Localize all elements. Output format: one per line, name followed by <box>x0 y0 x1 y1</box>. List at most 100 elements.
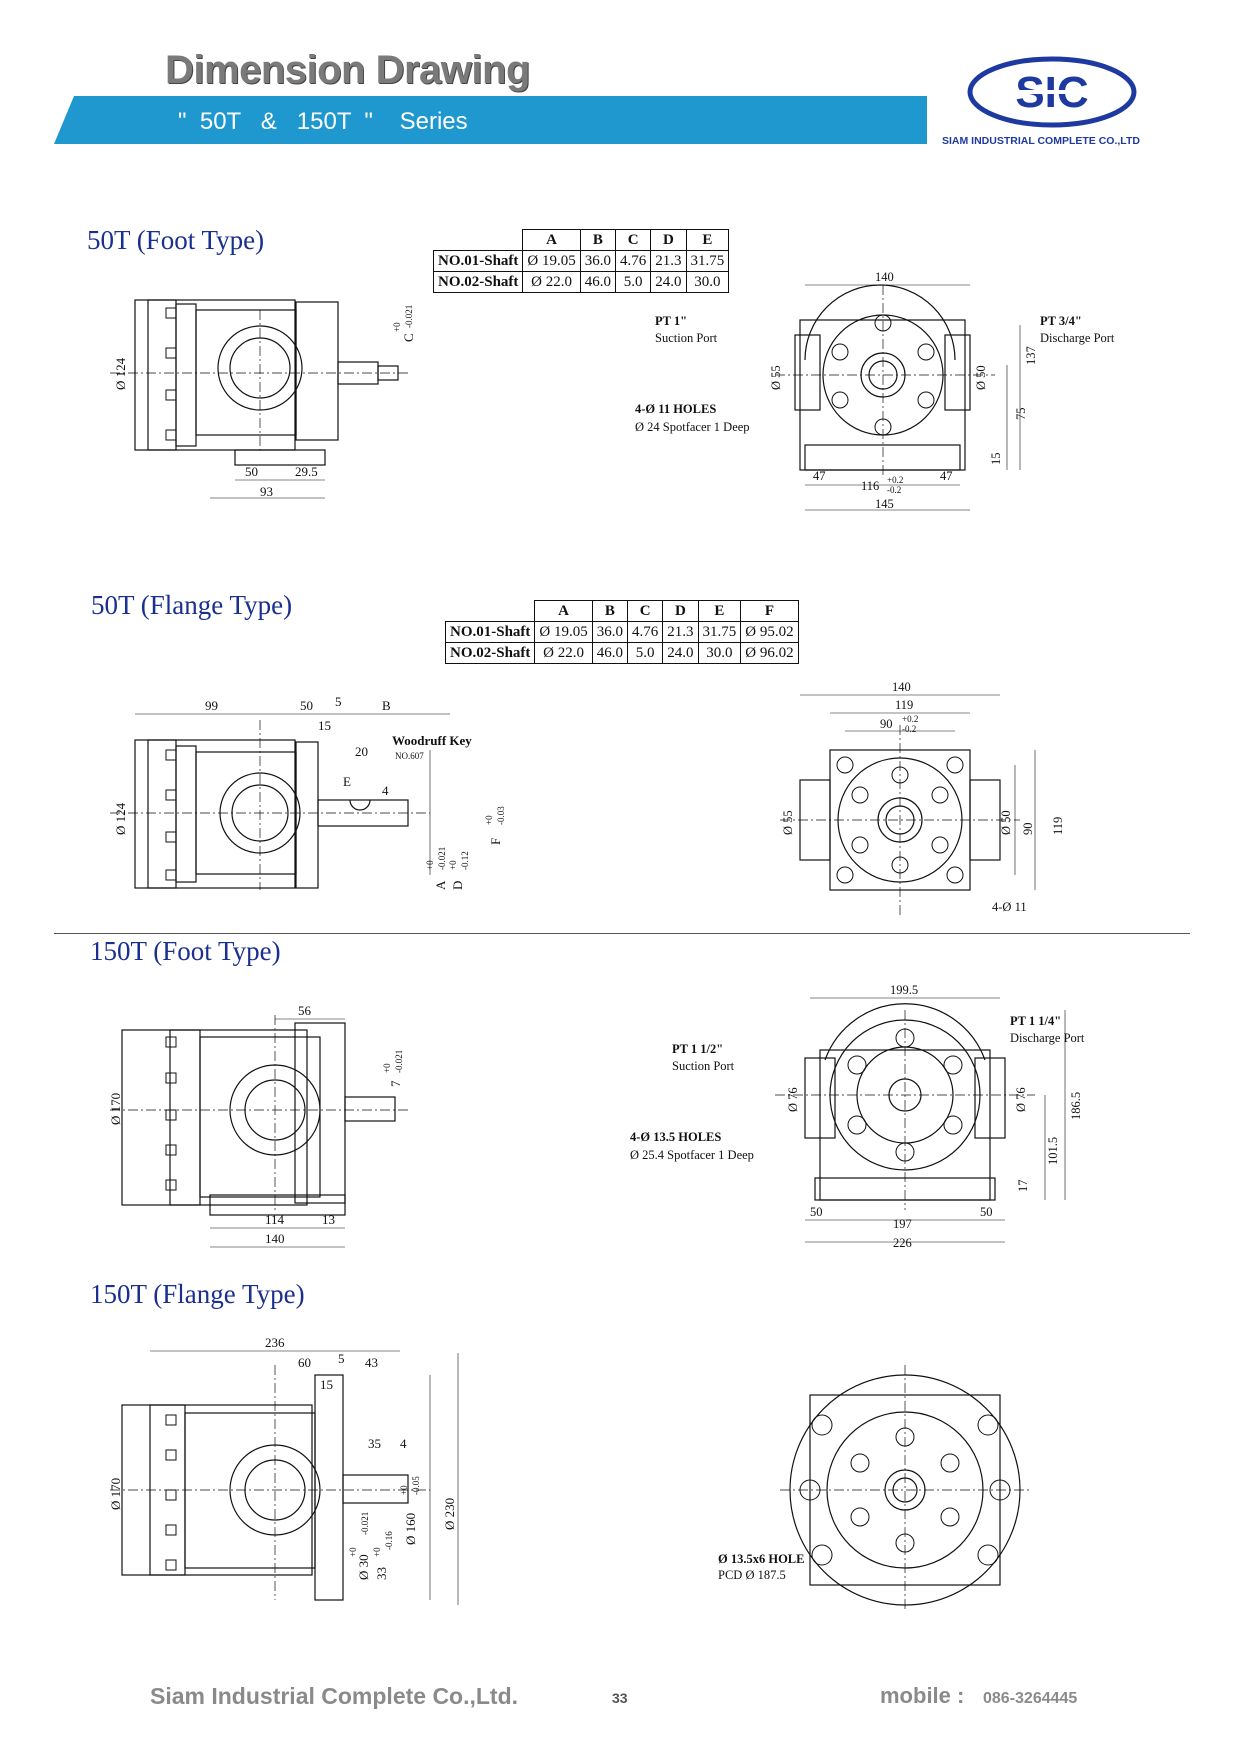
woodruff-key-label: Woodruff Key <box>392 733 472 748</box>
series-subtitle: " 50T & 150T " Series <box>178 108 468 135</box>
table-header-row: A B C D E F <box>445 600 799 622</box>
dim-197: 197 <box>893 1217 912 1231</box>
dim-dia-170: Ø 170 <box>110 1093 123 1125</box>
spec-table-50t-flange: A B C D E F NO.01-Shaft Ø 19.05 36.0 4.7… <box>444 600 799 664</box>
dim-b: B <box>382 698 391 713</box>
page-title: Dimension Drawing <box>165 48 530 92</box>
table-header <box>445 600 536 622</box>
table-row: NO.01-Shaft Ø 19.05 36.0 4.76 21.3 31.75… <box>444 621 799 643</box>
title-banner <box>54 96 927 144</box>
dim-dia-170: Ø 170 <box>110 1478 123 1510</box>
table-header: B <box>579 229 617 251</box>
table-header: D <box>662 600 699 622</box>
dim-a-tol-dn: -0.021 <box>437 847 447 870</box>
dim-160-tol-dn: -0.05 <box>411 1476 421 1495</box>
dim-116: 116 <box>861 479 879 493</box>
dim-137: 137 <box>1024 346 1038 365</box>
footer-company: Siam Industrial Complete Co.,Ltd. <box>150 1683 519 1709</box>
table-row: NO.02-Shaft Ø 22.0 46.0 5.0 24.0 30.0 Ø … <box>444 642 799 664</box>
dim-7-tol-up: +0 <box>382 1063 392 1073</box>
dim-13: 13 <box>322 1212 335 1227</box>
dim-90-vertical: 90 <box>1021 823 1035 836</box>
table-cell: 36.0 <box>591 621 629 643</box>
discharge-port-label: PT 3/4" <box>1040 314 1082 328</box>
section-divider <box>54 933 1190 934</box>
dim-a-tol-up: +0 <box>425 860 435 870</box>
drawing-150t-foot-front: 199.5 PT 1 1/2" Suction Port PT 1 1/4" D… <box>630 983 1085 1250</box>
section-150t-foot: 150T (Foot Type) <box>90 936 281 966</box>
table-cell: 31.75 <box>697 621 742 643</box>
dim-dia-76-right: Ø 76 <box>1014 1087 1028 1112</box>
drawing-50t-foot-front: 140 PT 1" Suction Port PT 3/4" Discharge… <box>635 270 1115 511</box>
dim-60: 60 <box>298 1355 311 1370</box>
dim-140: 140 <box>265 1231 285 1246</box>
table-cell: NO.02-Shaft <box>432 271 524 293</box>
dim-4: 4 <box>382 783 389 798</box>
woodruff-key-no: NO.607 <box>395 751 424 761</box>
dim-140: 140 <box>875 270 894 284</box>
dim-dia-76-left: Ø 76 <box>786 1087 800 1112</box>
drawing-150t-foot-side: 56 Ø 170 7 +0 -0.021 114 13 140 <box>110 1003 410 1248</box>
spotfacer-label: Ø 24 Spotfacer 1 Deep <box>635 420 750 434</box>
section-150t-flange: 150T (Flange Type) <box>90 1279 305 1309</box>
table-cell: 24.0 <box>650 271 687 293</box>
dim-f-tol-up: +0 <box>484 815 494 825</box>
dim-30-tol-up: +0 <box>348 1547 358 1557</box>
drawing-50t-foot-side: Ø 124 C +0 -0.021 50 29.5 93 <box>110 299 416 499</box>
table-header: E <box>685 229 730 251</box>
table-cell: Ø 96.02 <box>740 642 799 664</box>
dim-199-5: 199.5 <box>890 983 918 997</box>
holes-label: 4-Ø 13.5 HOLES <box>630 1130 721 1144</box>
dim-c-label: C <box>401 333 416 342</box>
dim-c-tol-dn: -0.021 <box>404 305 414 328</box>
table-cell: 36.0 <box>579 250 617 272</box>
page-number: 33 <box>612 1690 628 1706</box>
dim-50-right: 50 <box>980 1205 993 1219</box>
dim-5: 5 <box>338 1351 345 1366</box>
dim-dia-160: Ø 160 <box>403 1513 418 1545</box>
table-cell: 24.0 <box>662 642 699 664</box>
spotfacer-label: Ø 25.4 Spotfacer 1 Deep <box>630 1148 754 1162</box>
company-name-small: SIAM INDUSTRIAL COMPLETE CO.,LTD <box>942 135 1140 147</box>
dim-a: A <box>433 880 448 890</box>
holes-label: 4-Ø 11 <box>992 900 1027 914</box>
dim-50: 50 <box>300 698 313 713</box>
dim-50: 50 <box>245 464 258 479</box>
table-cell: 30.0 <box>697 642 742 664</box>
table-cell: 30.0 <box>685 271 730 293</box>
table-cell: Ø 19.05 <box>534 621 593 643</box>
dim-160-tol-up: +0 <box>399 1485 409 1495</box>
dim-15: 15 <box>320 1377 333 1392</box>
dim-5: 5 <box>335 694 342 709</box>
dim-d: D <box>450 881 465 890</box>
dim-119: 119 <box>895 698 913 712</box>
table-header: B <box>591 600 629 622</box>
dim-93: 93 <box>260 484 273 499</box>
holes-label: Ø 13.5x6 HOLE <box>718 1552 804 1566</box>
dim-e: E <box>343 774 351 789</box>
table-cell: 46.0 <box>579 271 617 293</box>
drawing-150t-flange-side: 236 60 5 43 15 35 4 Ø 170 Ø 30 +0 -0.021… <box>110 1335 459 1605</box>
table-cell: 4.76 <box>627 621 664 643</box>
section-50t-foot: 50T (Foot Type) <box>87 225 265 255</box>
dim-90-tol-dn: -0.2 <box>902 724 916 734</box>
dim-56: 56 <box>298 1003 312 1018</box>
sic-logo: SIC <box>967 56 1137 128</box>
dim-c-tol-up: +0 <box>392 322 402 332</box>
dim-47-right: 47 <box>940 469 953 483</box>
dim-75: 75 <box>1014 408 1028 421</box>
table-header: C <box>627 600 664 622</box>
dim-17: 17 <box>1016 1180 1030 1193</box>
discharge-port-sub: Discharge Port <box>1040 331 1115 345</box>
drawing-50t-flange-front: 140 119 90 +0.2 -0.2 Ø 55 Ø 50 90 119 4-… <box>780 680 1065 915</box>
dim-119-vertical: 119 <box>1051 817 1065 835</box>
discharge-port-label: PT 1 1/4" <box>1010 1014 1061 1028</box>
table-cell: Ø 22.0 <box>522 271 581 293</box>
section-50t-flange: 50T (Flange Type) <box>91 590 293 620</box>
dim-116-tol-dn: -0.2 <box>887 485 901 495</box>
dim-7: 7 <box>388 1080 403 1087</box>
banner-slant <box>54 96 74 144</box>
discharge-port-sub: Discharge Port <box>1010 1031 1085 1045</box>
dim-90-tol-up: +0.2 <box>902 714 918 724</box>
dim-50-left: 50 <box>810 1205 823 1219</box>
